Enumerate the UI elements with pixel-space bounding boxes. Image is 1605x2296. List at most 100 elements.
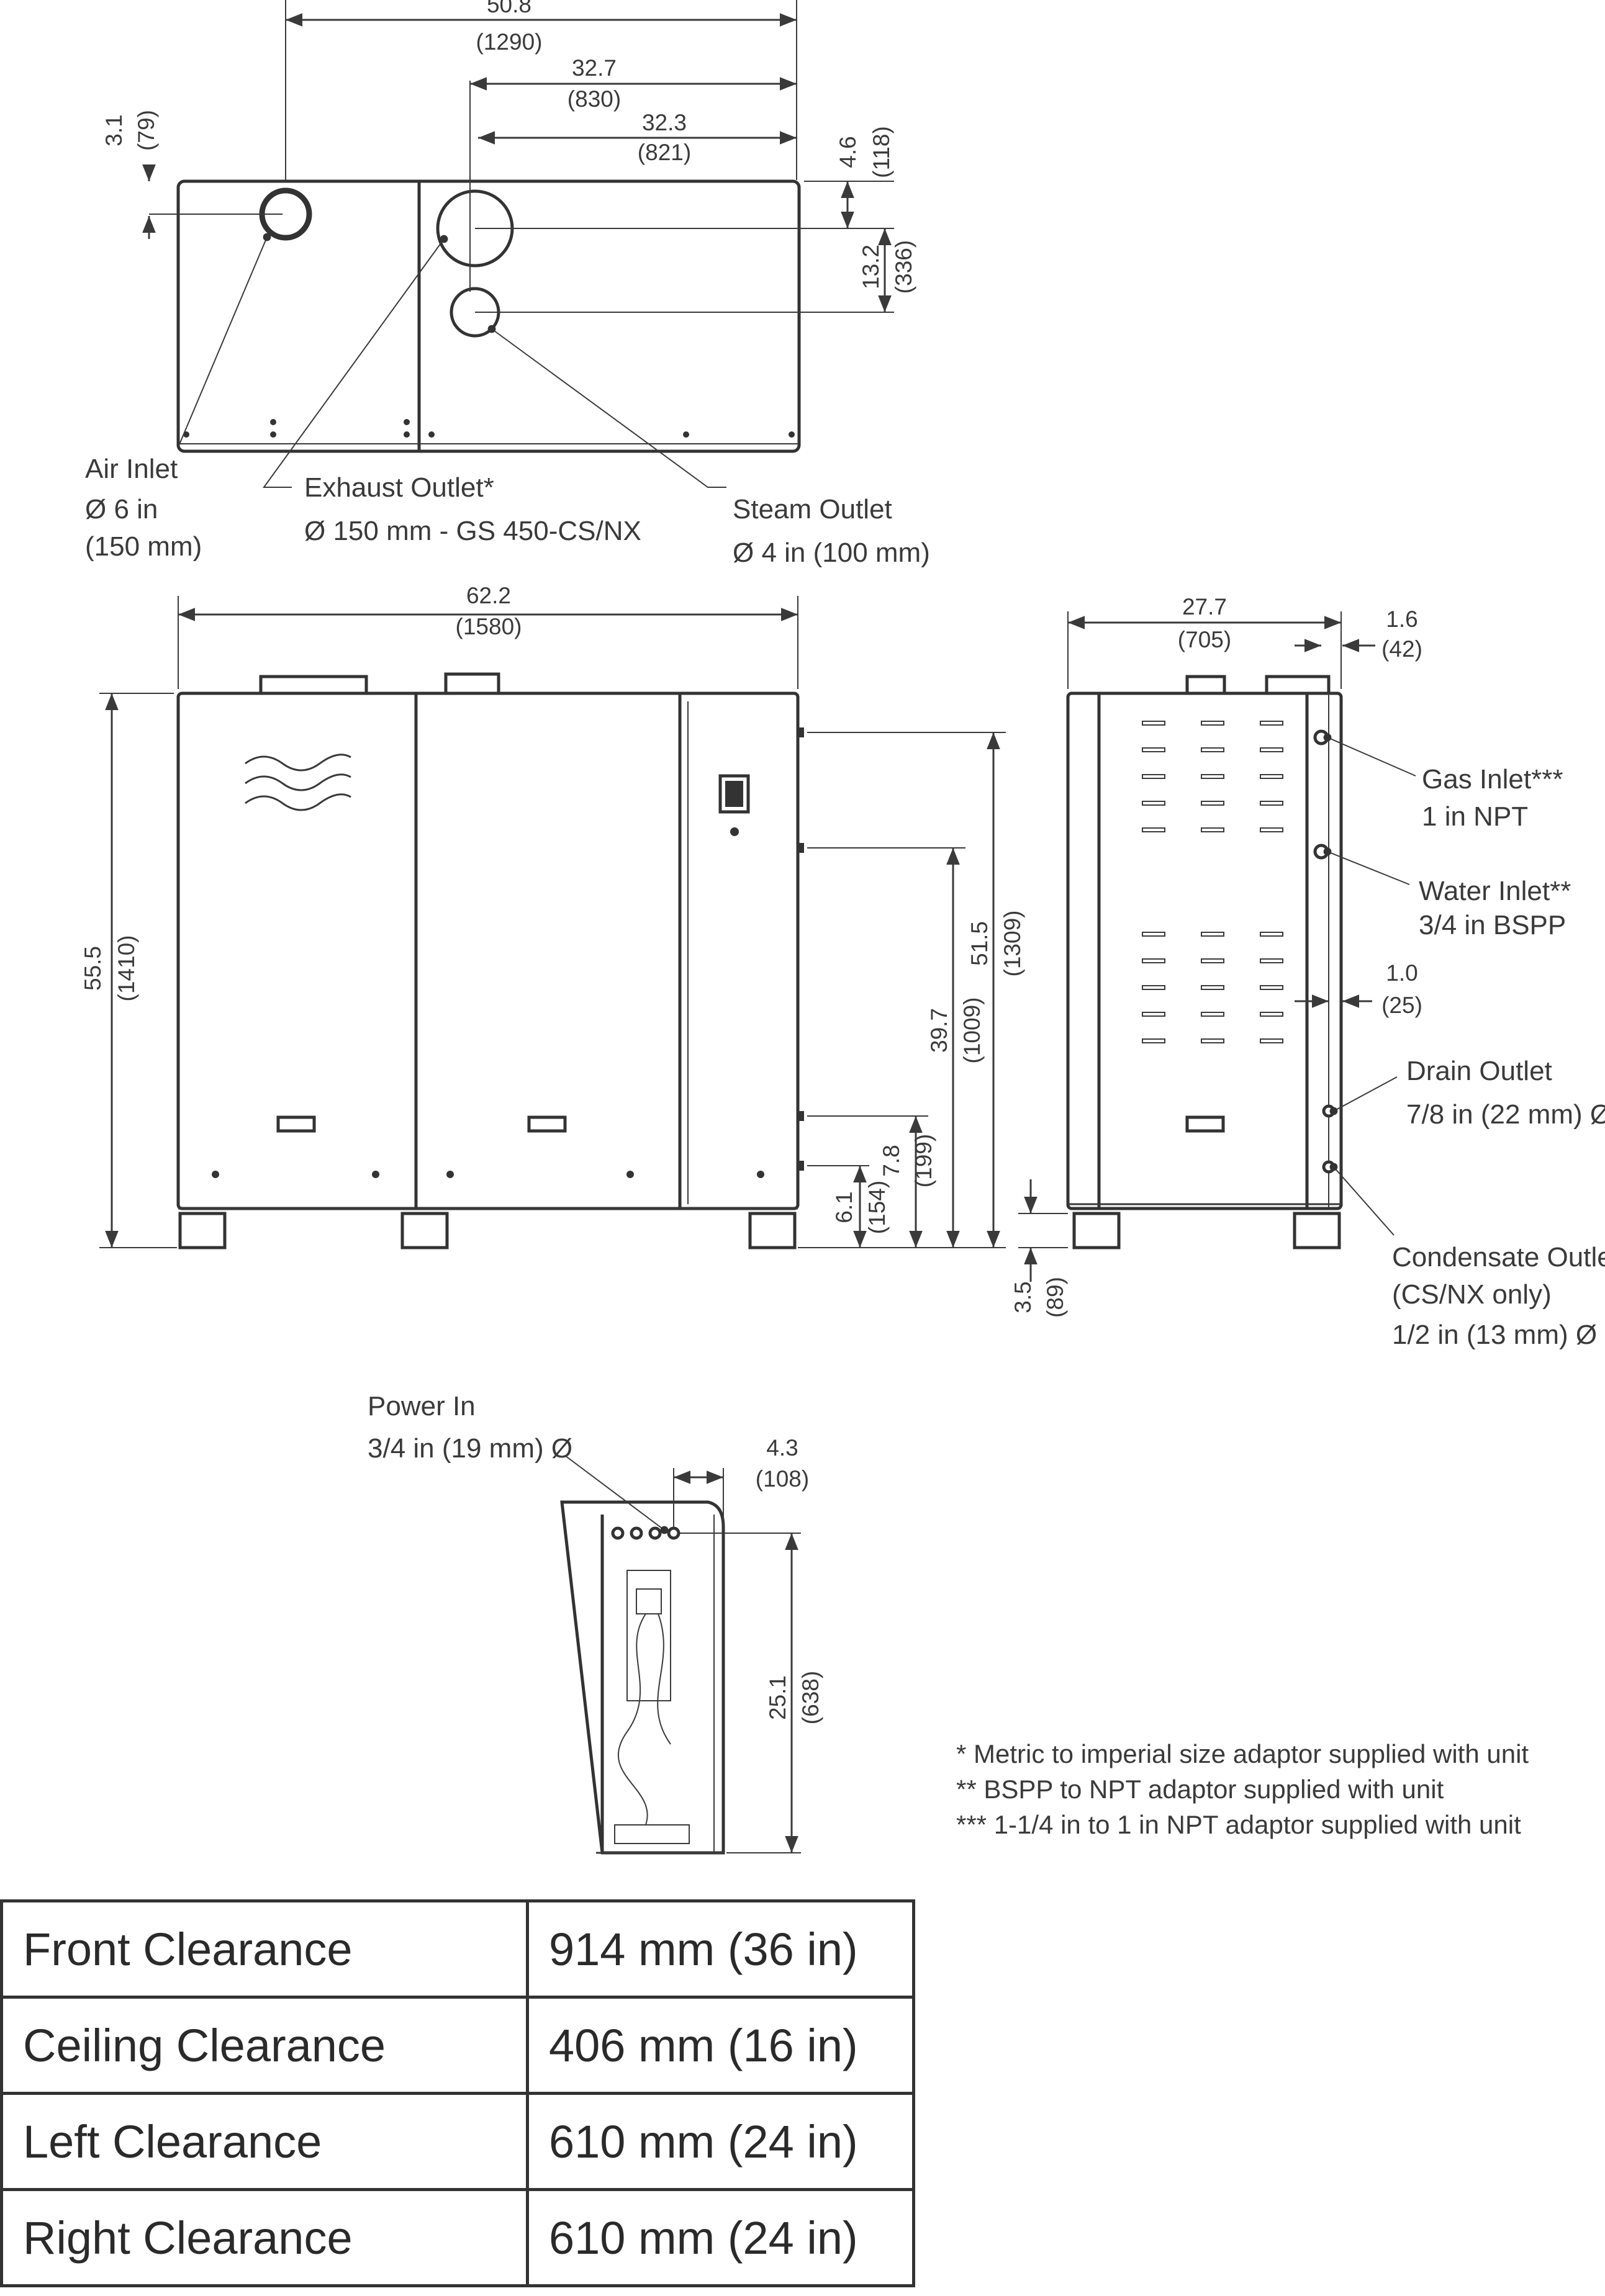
dim-air-offset-in: 3.1 xyxy=(101,114,127,146)
louver-slot xyxy=(1260,1038,1283,1043)
louver-slot xyxy=(1142,827,1165,832)
louver-slot xyxy=(1142,747,1165,752)
dim-air-offset-mm: (79) xyxy=(133,110,159,151)
table-row: Ceiling Clearance 406 mm (16 in) xyxy=(0,1996,915,2095)
dim-power-offset-mm: (108) xyxy=(756,1466,809,1492)
steam-leader xyxy=(487,325,726,488)
louver-slot xyxy=(1142,774,1165,779)
louver-slot xyxy=(1260,747,1283,752)
side-top-vent xyxy=(1265,675,1331,696)
louver-slot xyxy=(1260,932,1283,937)
table-row: Right Clearance 610 mm (24 in) xyxy=(0,2188,915,2287)
louver-slot xyxy=(1260,721,1283,726)
louver-slot xyxy=(1142,721,1165,726)
side-view: 27.7 (705) 1.6 (42) 1.0 (25) 3.5 (89) Ga… xyxy=(1010,594,1605,1350)
side-handle xyxy=(1185,1115,1225,1133)
side-view-outline xyxy=(1066,691,1343,1210)
air-inlet-size-mm: (150 mm) xyxy=(85,531,202,562)
dim-h39-mm: (1009) xyxy=(959,997,985,1064)
water-inlet-leader xyxy=(1323,847,1410,885)
clearance-name: Front Clearance xyxy=(0,1899,529,1999)
dim-exhaust-in: 32.7 xyxy=(572,55,617,81)
louver-slot xyxy=(1201,801,1224,806)
front-feet xyxy=(178,1212,797,1249)
air-inlet-label: Air Inlet xyxy=(85,454,178,484)
louver-slot xyxy=(1201,1038,1224,1043)
detail-knockouts xyxy=(611,1526,680,1540)
front-right-fittings xyxy=(798,727,804,1171)
louver-slot xyxy=(1142,932,1165,937)
clearance-value: 406 mm (16 in) xyxy=(526,1996,915,2095)
footnotes: * Metric to imperial size adaptor suppli… xyxy=(956,1739,1529,1839)
dim-front-width-in: 62.2 xyxy=(466,583,511,608)
side-louvers xyxy=(1142,721,1283,1043)
louver-slot xyxy=(1260,985,1283,990)
louver-slot xyxy=(1201,932,1224,937)
front-top-vent-left xyxy=(259,675,368,696)
water-inlet-label: Water Inlet** xyxy=(1419,876,1571,906)
footnote-3: *** 1-1/4 in to 1 in NPT adaptor supplie… xyxy=(956,1810,1521,1839)
dim-h51-in: 51.5 xyxy=(967,921,992,966)
dim-h6-in: 6.1 xyxy=(831,1191,857,1223)
gas-inlet-label: Gas Inlet*** xyxy=(1422,764,1563,795)
louver-slot xyxy=(1201,985,1224,990)
dimension-drawing: 50.8 (1290) 32.7 (830) 32.3 (821) 3.1 (7… xyxy=(80,0,1605,1855)
clearance-value: 914 mm (36 in) xyxy=(526,1899,915,1999)
steam-outlet-label: Steam Outlet xyxy=(733,494,892,524)
louver-slot xyxy=(1142,958,1165,963)
top-view-screws xyxy=(183,419,795,438)
clearance-name: Right Clearance xyxy=(0,2188,529,2287)
front-view-outline xyxy=(176,691,800,1210)
drain-leader xyxy=(1329,1076,1398,1115)
dim-gas-offset-mm: (42) xyxy=(1381,636,1422,662)
louver-slot xyxy=(1260,958,1283,963)
footnote-1: * Metric to imperial size adaptor suppli… xyxy=(956,1739,1529,1768)
table-row: Front Clearance 914 mm (36 in) xyxy=(0,1899,915,1999)
dim-leg-height-mm: (89) xyxy=(1042,1277,1068,1318)
water-inlet-size: 3/4 in BSPP xyxy=(1419,910,1566,940)
top-view: 50.8 (1290) 32.7 (830) 32.3 (821) 3.1 (7… xyxy=(85,0,930,568)
louver-slot xyxy=(1260,774,1283,779)
dim-power-height-in: 25.1 xyxy=(765,1675,790,1720)
power-in-leader xyxy=(564,1455,669,1534)
exhaust-outlet-label: Exhaust Outlet* xyxy=(304,472,494,503)
front-top-vent-mid xyxy=(444,672,500,696)
condensate-outlet-port xyxy=(1322,1160,1336,1174)
drain-outlet-port xyxy=(1322,1104,1336,1118)
side-feet xyxy=(1072,1212,1341,1249)
louver-slot xyxy=(1201,774,1224,779)
louver-slot xyxy=(1260,801,1283,806)
louver-slot xyxy=(1260,827,1283,832)
dim-side-width-mm: (705) xyxy=(1178,627,1231,652)
clearance-name: Ceiling Clearance xyxy=(0,1996,529,2095)
louver-slot xyxy=(1260,1012,1283,1017)
drain-outlet-label: Drain Outlet xyxy=(1406,1056,1552,1086)
footnote-2: ** BSPP to NPT adaptor supplied with uni… xyxy=(956,1775,1444,1804)
top-view-outline xyxy=(176,179,801,453)
condensate-leader xyxy=(1329,1163,1395,1236)
front-handle-right xyxy=(527,1115,567,1133)
condensate-outlet-size: 1/2 in (13 mm) Ø xyxy=(1392,1320,1597,1350)
louver-slot xyxy=(1142,985,1165,990)
detail-cabinet-outline xyxy=(560,1500,725,1855)
condensate-outlet-note: (CS/NX only) xyxy=(1392,1279,1552,1310)
dim-h6-mm: (154) xyxy=(864,1181,890,1234)
power-in-label: Power In xyxy=(368,1391,476,1421)
dim-overall-width-in: 50.8 xyxy=(487,0,531,17)
steam-outlet-size: Ø 4 in (100 mm) xyxy=(733,538,930,568)
louver-slot xyxy=(1201,721,1224,726)
wave-logo xyxy=(245,754,351,811)
front-view: 62.2 (1580) 55.5 (1410) 51.5 (1309) 39.7… xyxy=(80,583,1025,1249)
dim-leg-height-in: 3.5 xyxy=(1010,1281,1036,1313)
drain-outlet-size: 7/8 in (22 mm) Ø xyxy=(1406,1099,1605,1130)
dim-front-width-mm: (1580) xyxy=(456,614,522,639)
dim-power-offset-in: 4.3 xyxy=(766,1435,798,1461)
dim-steam-in: 32.3 xyxy=(642,110,687,135)
louver-slot xyxy=(1201,1012,1224,1017)
dim-h51-mm: (1309) xyxy=(1000,911,1025,977)
dim-steam-mm: (821) xyxy=(638,140,691,165)
dim-gas-offset-in: 1.6 xyxy=(1386,606,1417,632)
dim-h7-mm: (199) xyxy=(911,1134,936,1187)
control-display-screen xyxy=(725,781,743,807)
louver-slot xyxy=(1142,801,1165,806)
